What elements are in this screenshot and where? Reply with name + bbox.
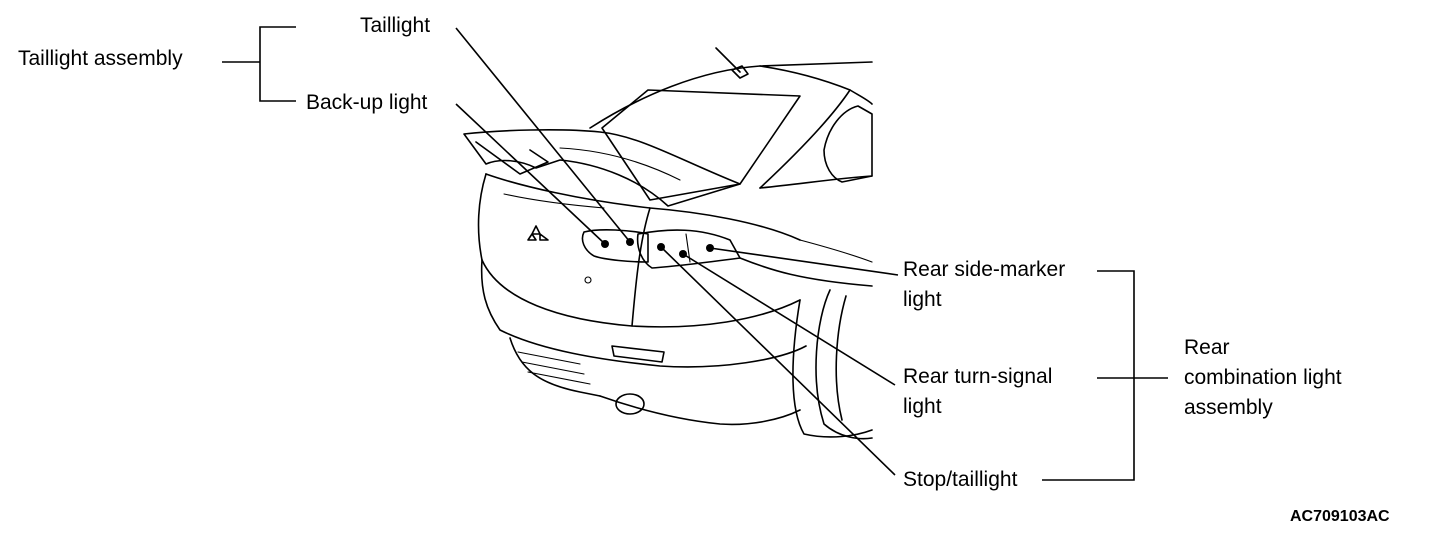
stop-taillight-dot: [657, 243, 665, 251]
backup-light-leader: [455, 103, 606, 245]
label-rear-turn-signal-line1: Rear turn-signal: [903, 365, 1053, 388]
reflector: [611, 345, 665, 363]
rear-combination-bracket: [1042, 270, 1135, 481]
rear-bumper: [480, 259, 807, 368]
label-rear-combination-line2: combination light: [1184, 366, 1342, 389]
label-rear-combination-assembly: Rear combination light assembly: [1184, 333, 1342, 423]
trunk-groove: [503, 193, 605, 209]
c-pillar: [759, 65, 851, 189]
label-backup-light: Back-up light: [306, 91, 428, 114]
body-side-line: [759, 175, 873, 189]
quarter-panel-upper: [799, 239, 873, 263]
label-taillight-assembly: Taillight assembly: [18, 47, 183, 70]
rear-fascia-outline: [481, 259, 801, 328]
diffuser: [509, 337, 601, 397]
rear-turn-signal-leader: [682, 253, 896, 386]
label-rear-combination-line1: Rear: [1184, 336, 1230, 359]
label-taillight: Taillight: [360, 14, 431, 37]
trunk-taillight-housing: [581, 229, 649, 263]
figure-id: AC709103AC: [1290, 508, 1390, 525]
taillight-dot: [626, 238, 634, 246]
stop-taillight-leader: [660, 246, 896, 476]
label-stop-taillight: Stop/taillight: [903, 468, 1018, 491]
lower-valance: [599, 395, 801, 426]
rear-side-marker-dot: [706, 244, 714, 252]
rear-side-marker-leader: [709, 247, 899, 276]
label-rear-combination-line3: assembly: [1184, 396, 1273, 419]
taillight-leader: [455, 27, 631, 243]
exhaust-tip: [615, 393, 645, 415]
label-rear-side-marker-line1: Rear side-marker: [903, 258, 1066, 281]
trunk-edge: [631, 207, 651, 327]
spoiler-upright: [475, 141, 549, 175]
trunk-keyhole: [584, 276, 592, 284]
rear-window: [601, 89, 801, 201]
rear-tire: [815, 289, 873, 440]
car-illustration: [463, 47, 873, 440]
side-window: [823, 105, 873, 183]
body-taillight-housing: [636, 229, 741, 269]
backup-light-dot: [601, 240, 609, 248]
rear-turn-signal-dot: [679, 250, 687, 258]
antenna: [715, 47, 749, 79]
emblem-icon: [527, 225, 549, 241]
label-rear-turn-signal: Rear turn-signal light: [903, 362, 1052, 422]
rear-spoiler: [463, 129, 741, 207]
side-window-frame: [849, 89, 873, 105]
quarter-panel: [739, 257, 873, 287]
taillight-assembly-bracket: [259, 26, 296, 102]
spoiler-lip: [559, 147, 681, 181]
diffuser-grille: [517, 351, 591, 385]
label-rear-side-marker: Rear side-marker light: [903, 255, 1065, 315]
rear-fascia-left: [477, 173, 487, 261]
roof-outline: [589, 61, 873, 129]
leader-lines: [222, 26, 1168, 481]
wheel-arch: [792, 299, 873, 438]
label-rear-turn-signal-line2: light: [903, 395, 942, 418]
label-rear-side-marker-line2: light: [903, 288, 942, 311]
